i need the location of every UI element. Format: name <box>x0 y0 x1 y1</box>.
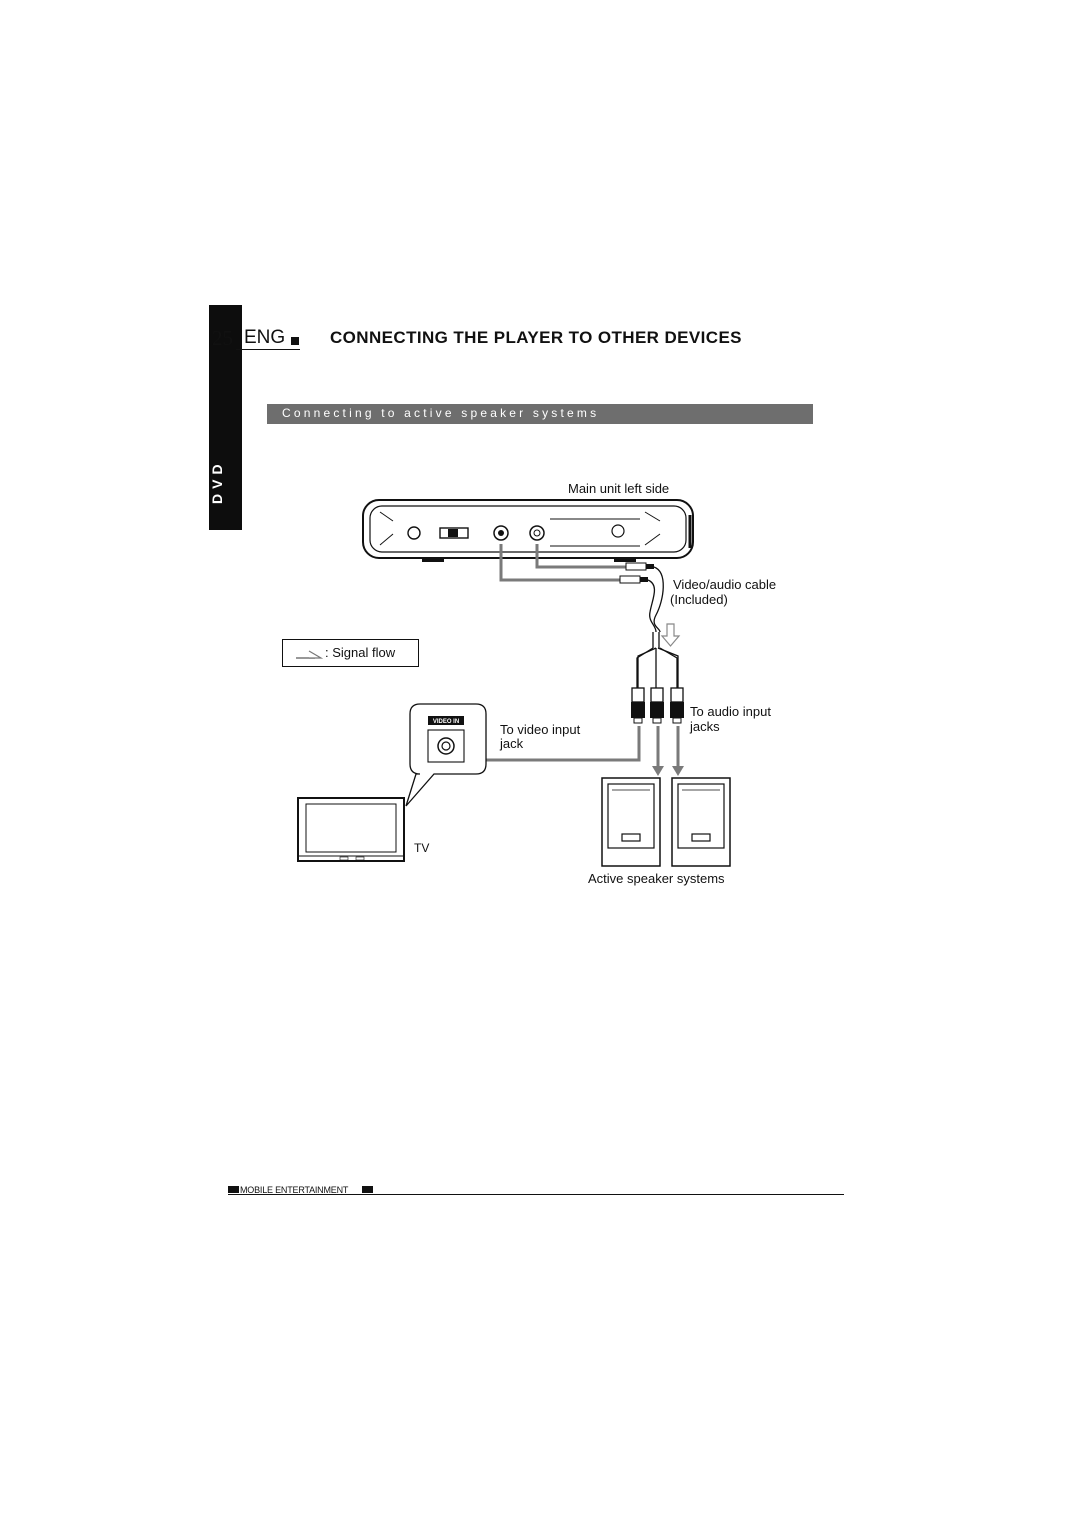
signal-flow-arrow-icon <box>296 650 323 659</box>
speaker-left <box>601 777 661 867</box>
footer-rule <box>228 1194 844 1195</box>
page-number: 25 <box>212 326 233 350</box>
signal-flow-label: : Signal flow <box>325 645 396 660</box>
cable-label-line1: Video/audio cable <box>673 577 776 592</box>
audio-jacks-label-line1: To audio input <box>690 704 771 719</box>
cable-label-line2: (Included) <box>670 592 728 607</box>
language-underline <box>236 349 300 350</box>
rca-plugs <box>631 687 684 724</box>
video-jack-label-line1: To video input <box>500 722 581 737</box>
arrowheads <box>460 754 684 776</box>
main-unit-label: Main unit left side <box>568 481 669 496</box>
unit-plugs <box>619 562 654 584</box>
side-tab: DVD <box>209 305 242 530</box>
audio-jacks-label-line2: jacks <box>689 719 720 734</box>
footer-square-left <box>228 1186 239 1193</box>
section-title: Connecting to active speaker systems <box>282 406 600 420</box>
footer-square-right <box>362 1186 373 1193</box>
video-in-callout <box>405 703 487 807</box>
language-label: ENG <box>244 327 286 348</box>
page-title: CONNECTING THE PLAYER TO OTHER DEVICES <box>330 328 742 347</box>
speakers-label: Active speaker systems <box>588 871 725 886</box>
tv-label: TV <box>414 841 429 855</box>
square-bullet-icon <box>291 337 299 345</box>
down-arrow-icon <box>660 623 681 647</box>
video-in-tag: VIDEO IN <box>433 719 459 725</box>
unit-signal-lines <box>499 544 626 582</box>
speaker-right <box>671 777 731 867</box>
video-jack-label-line2: jack <box>499 736 524 751</box>
video-audio-cable <box>636 566 679 690</box>
plug-signal-lines <box>470 726 680 768</box>
section-bar: Connecting to active speaker systems <box>267 404 813 424</box>
tv-illustration <box>297 797 405 862</box>
footer-text: MOBILE ENTERTAINMENT <box>240 1185 349 1195</box>
signal-flow-legend: : Signal flow <box>282 639 419 667</box>
main-unit-illustration <box>362 499 694 562</box>
